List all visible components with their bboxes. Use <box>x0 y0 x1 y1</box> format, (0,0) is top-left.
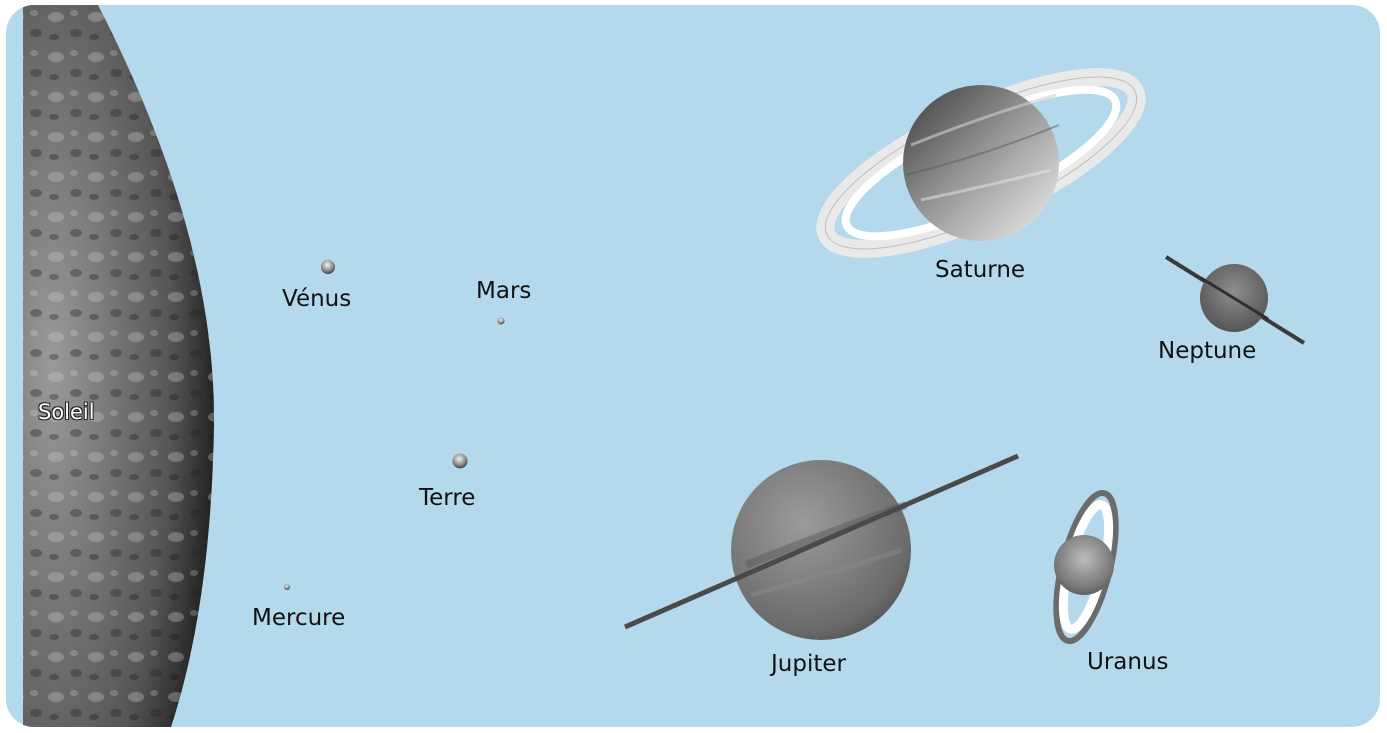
jupiter-body <box>624 453 1019 640</box>
diagram-panel: Soleil Vénus Mars Terre Mercure Saturne … <box>6 5 1380 727</box>
jupiter-label: Jupiter <box>771 651 846 677</box>
uranus-label: Uranus <box>1087 649 1169 675</box>
saturn-body <box>816 68 1146 258</box>
earth-body <box>452 453 468 469</box>
venus-label: Vénus <box>282 286 352 312</box>
sun-label: Soleil <box>38 400 95 424</box>
saturn-label: Saturne <box>935 257 1026 283</box>
mercury-label: Mercure <box>252 605 346 631</box>
venus-body <box>321 260 335 274</box>
mercury-body <box>284 584 290 590</box>
neptune-label: Neptune <box>1158 338 1257 364</box>
mars-label: Mars <box>476 278 532 304</box>
sun-body <box>23 5 215 727</box>
solar-system-illustration <box>23 5 1306 727</box>
uranus-body <box>1053 490 1119 644</box>
mars-body <box>497 317 505 325</box>
earth-label: Terre <box>419 485 476 511</box>
neptune-body <box>1164 255 1306 345</box>
